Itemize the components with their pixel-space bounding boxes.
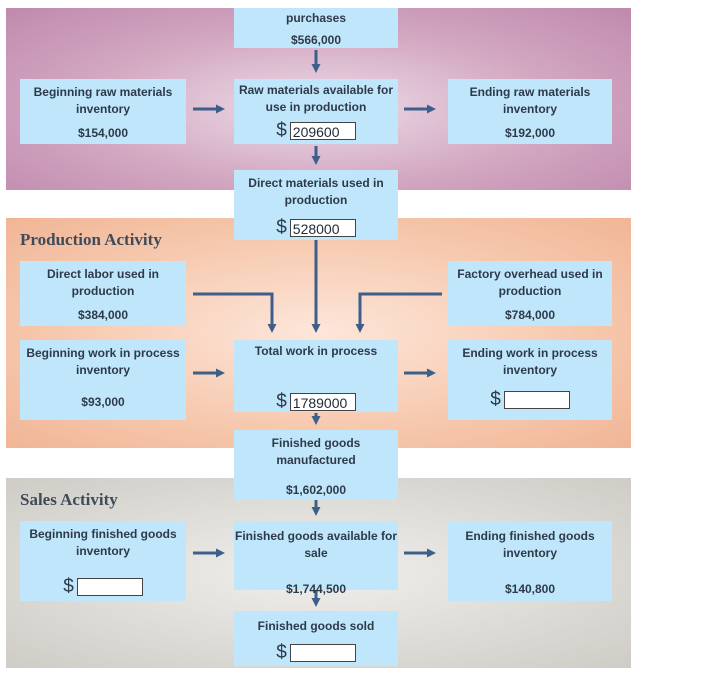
finished-goods-sold-answer-row: $ <box>234 643 398 663</box>
total-wip-input[interactable]: 1789000 <box>289 393 356 411</box>
total-wip-box: Total work in process $ 1789000 <box>234 340 398 412</box>
ending-finished-goods-label: Ending finished goods inventory <box>465 529 595 560</box>
ending-finished-goods-box: Ending finished goods inventory $140,800 <box>448 521 612 601</box>
finished-goods-available-box: Finished goods available for sale $1,744… <box>234 521 398 596</box>
finished-goods-manufactured-box: Finished goods manufactured $1,602,000 <box>234 430 398 500</box>
direct-materials-label: Direct materials used in production <box>248 176 384 207</box>
dollar-sign: $ <box>276 217 287 238</box>
direct-labor-value: $384,000 <box>77 308 129 322</box>
finished-goods-manufactured-value: $1,602,000 <box>285 483 347 497</box>
ending-raw-materials-label: Ending raw materials inventory <box>469 85 591 116</box>
raw-materials-available-input[interactable]: 209600 <box>289 122 356 140</box>
total-wip-answer-row: $ 1789000 <box>234 392 398 412</box>
dollar-sign: $ <box>490 389 501 410</box>
direct-materials-answer-row: $ 528000 <box>234 218 398 238</box>
finished-goods-available-label: Finished goods available for sale <box>234 529 398 560</box>
dollar-sign: $ <box>63 576 74 597</box>
purchases-box: purchases $566,000 <box>234 8 398 48</box>
factory-overhead-value: $784,000 <box>504 308 556 322</box>
ending-wip-input[interactable] <box>503 391 570 409</box>
production-activity-title: Production Activity <box>20 230 162 249</box>
direct-materials-input[interactable]: 528000 <box>289 219 356 237</box>
ending-wip-answer-row: $ <box>448 390 612 410</box>
direct-labor-box: Direct labor used in production $384,000 <box>20 261 186 326</box>
raw-materials-available-label: Raw materials available for use in produ… <box>238 83 394 114</box>
purchases-label: purchases <box>285 11 347 25</box>
beginning-raw-materials-label: Beginning raw materials inventory <box>33 85 173 116</box>
beginning-finished-goods-box: Beginning finished goods inventory $ <box>20 521 186 601</box>
ending-raw-materials-box: Ending raw materials inventory $192,000 <box>448 79 612 144</box>
ending-wip-label: Ending work in process inventory <box>462 346 598 377</box>
sales-activity-title: Sales Activity <box>20 490 118 509</box>
dollar-sign: $ <box>276 120 287 141</box>
ending-wip-box: Ending work in process inventory $ <box>448 340 612 420</box>
ending-raw-materials-value: $192,000 <box>504 126 556 140</box>
purchases-value: $566,000 <box>290 33 342 47</box>
finished-goods-manufactured-label: Finished goods manufactured <box>271 436 361 467</box>
beginning-finished-goods-label: Beginning finished goods inventory <box>29 527 177 558</box>
arrow-direct-labor-to-wip <box>193 292 277 333</box>
beginning-raw-materials-box: Beginning raw materials inventory $154,0… <box>20 79 186 144</box>
direct-materials-box: Direct materials used in production $ 52… <box>234 170 398 240</box>
raw-materials-available-box: Raw materials available for use in produ… <box>234 79 398 144</box>
finished-goods-available-value: $1,744,500 <box>285 582 347 596</box>
dollar-sign: $ <box>276 391 287 412</box>
beginning-raw-materials-value: $154,000 <box>77 126 129 140</box>
finished-goods-sold-label: Finished goods sold <box>257 619 375 633</box>
factory-overhead-label: Factory overhead used in production <box>457 267 603 298</box>
beginning-finished-goods-answer-row: $ <box>20 577 186 597</box>
raw-materials-available-answer-row: $ 209600 <box>234 121 398 141</box>
dollar-sign: $ <box>276 642 287 663</box>
ending-finished-goods-value: $140,800 <box>504 582 556 596</box>
finished-goods-sold-input[interactable] <box>289 644 356 662</box>
factory-overhead-box: Factory overhead used in production $784… <box>448 261 612 326</box>
beginning-finished-goods-input[interactable] <box>76 578 143 596</box>
total-wip-label: Total work in process <box>254 344 378 358</box>
beginning-wip-box: Beginning work in process inventory $93,… <box>20 340 186 420</box>
beginning-wip-label: Beginning work in process inventory <box>26 346 180 377</box>
arrow-overhead-to-wip <box>355 292 442 333</box>
beginning-wip-value: $93,000 <box>81 395 125 409</box>
finished-goods-sold-box: Finished goods sold $ <box>234 611 398 666</box>
direct-labor-label: Direct labor used in production <box>46 267 160 298</box>
